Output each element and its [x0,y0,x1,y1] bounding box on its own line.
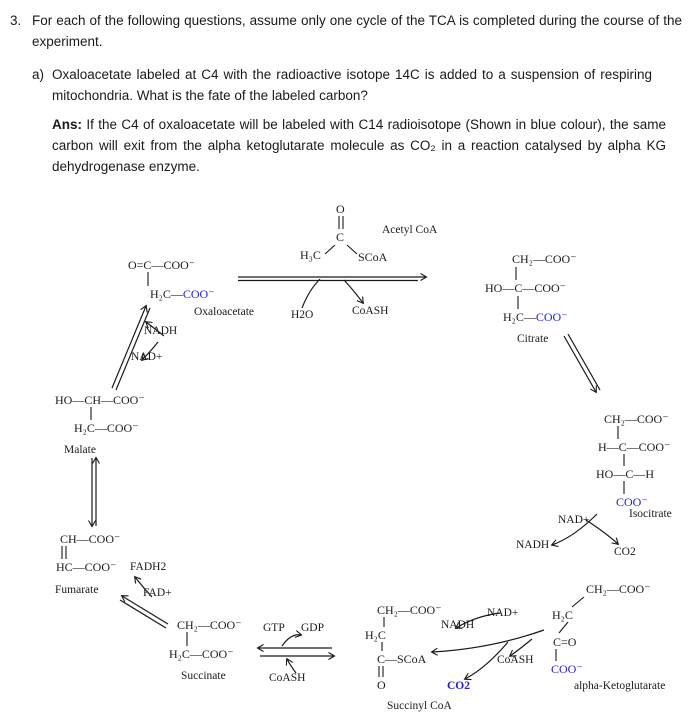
alpha-kg-formula-row2: H₂C [552,608,573,622]
citrate-formula-row2: HO—C—COO⁻ [485,281,567,295]
answer-text: If the C4 of oxaloacetate will be labele… [52,117,666,174]
part-a-label: a) [32,67,45,82]
cofactor-h2o: H2O [291,309,314,321]
isocitrate-label: Isocitrate [629,508,672,520]
cofactor-coash-citrate: CoASH [352,305,389,317]
fumarate-label: Fumarate [55,584,99,596]
cofactor-nadh-isocitrate: NADH [516,539,550,551]
succinate-formula-row1: CH₂—COO⁻ [177,618,242,632]
co2-released-isocitrate: CO2 [614,546,636,558]
succinyl-coa-formula-row3: C—SCoA [377,652,427,666]
acetyl-coa-bond-h3c [324,244,336,255]
alpha-kg-bond-1 [571,596,585,608]
succinate-label: Succinate [181,670,226,682]
oxaloacetate-formula-row1: O=C—COO⁻ [128,258,196,272]
oxaloacetate-labeled-carboxyl: COO⁻ [182,287,215,301]
alpha-kg-formula-row1: CH₂—COO⁻ [586,582,651,596]
fumarate-formula-row2: HC—COO⁻ [56,560,117,574]
isocitrate-formula-row1: CH₂—COO⁻ [604,412,669,426]
cofactor-gdp: GDP [301,622,325,634]
question-part-a: a) Oxaloacetate labeled at C4 with the r… [32,64,654,106]
oxaloacetate-label: Oxaloacetate [194,306,255,318]
citrate-formula-row3: H₂C—COO⁻ [503,310,568,324]
acetyl-coa-h3c-group: H₃C [300,248,321,262]
question-text: For each of the following questions, ass… [32,13,682,49]
question-number: 3. [10,13,22,28]
citrate-row3-chain: H₂C— [503,310,536,324]
cofactor-coash-akg: CoASH [497,654,534,666]
co2-released-labeled: CO2 [447,680,470,692]
succinate-formula-row2: H₂C—COO⁻ [169,647,234,661]
acetyl-coa-o-atom: O [336,202,345,216]
isocitrate-labeled-carboxyl: COO⁻ [616,495,648,509]
malate-formula-row1: HO—CH—COO⁻ [55,393,145,407]
alpha-kg-labeled-carboxyl: COO⁻ [551,662,583,676]
answer-paragraph: Ans: If the C4 of oxaloacetate will be l… [52,114,666,177]
arrow-succinate-to-fumarate [120,595,169,625]
arrow-isocitrate-co2 [585,519,620,546]
citrate-labeled-carboxyl: COO⁻ [535,310,568,324]
cofactor-coash-succinate: CoASH [269,672,306,684]
succinyl-coa-formula-row1: CH₂—COO⁻ [377,603,442,617]
arrow-malate-to-oxaloacetate [111,304,148,389]
arrow-h2o-in [301,278,321,309]
succinyl-coa-formula-row2: H₂C [365,628,386,642]
acetyl-coa-bond-scoa [346,244,358,255]
arrow-citrate-to-isocitrate [563,335,597,394]
alpha-kg-formula-row3: C=O [553,635,577,649]
alpha-kg-label: alpha-Ketoglutarate [574,680,666,692]
citrate-label: Citrate [517,333,549,345]
arrow-coash-out [343,279,364,305]
cofactor-nad-malate: NAD+ [131,351,163,363]
malate-formula-row2: H₂C—COO⁻ [74,421,139,435]
acetyl-coa-scoa-group: SCoA [358,250,388,264]
answer-block: Ans: If the C4 of oxaloacetate will be l… [52,114,666,177]
succinyl-coa-label: Succinyl CoA [387,700,452,712]
alpha-kg-bond-2 [558,621,569,634]
cofactor-nadh-malate: NADH [144,325,178,337]
acetyl-coa-label: Acetyl CoA [382,224,438,236]
fumarate-formula-row1: CH—COO⁻ [60,532,121,546]
arrow-succinate-to-fumarate-2 [119,599,167,629]
arrow-gdp [281,630,303,647]
cofactor-gtp: GTP [263,622,285,634]
oxaloacetate-row2-chain: H₂C— [150,287,183,301]
arrow-coash-succinate [285,657,297,674]
malate-label: Malate [64,444,96,456]
cofactor-fad: FAD+ [143,587,172,599]
arrow-malate-to-oxaloacetate-2 [115,307,151,391]
acetyl-coa-c-atom: C [336,230,345,244]
cofactor-nad-isocitrate: NAD+ [558,514,590,526]
cofactor-fadh2: FADH2 [130,561,167,573]
answer-label: Ans: [52,117,82,132]
oxaloacetate-formula-row2: H₂C—COO⁻ [150,287,215,301]
isocitrate-formula-row3: HO—C—H [596,467,655,481]
citrate-formula-row1: CH₂—COO⁻ [512,252,577,266]
isocitrate-formula-row2: H—C—COO⁻ [598,440,671,454]
question-3: 3. For each of the following questions, … [10,10,684,52]
succinyl-coa-formula-row4: O [377,678,386,692]
arrow-citrate-to-isocitrate-2 [567,333,601,391]
part-a-text: Oxaloacetate labeled at C4 with the radi… [52,67,652,103]
cofactor-nadh-akg: NADH [441,619,475,631]
cofactor-nad-akg: NAD+ [487,607,519,619]
arrow-akg-to-succinyl-coa [430,629,545,656]
